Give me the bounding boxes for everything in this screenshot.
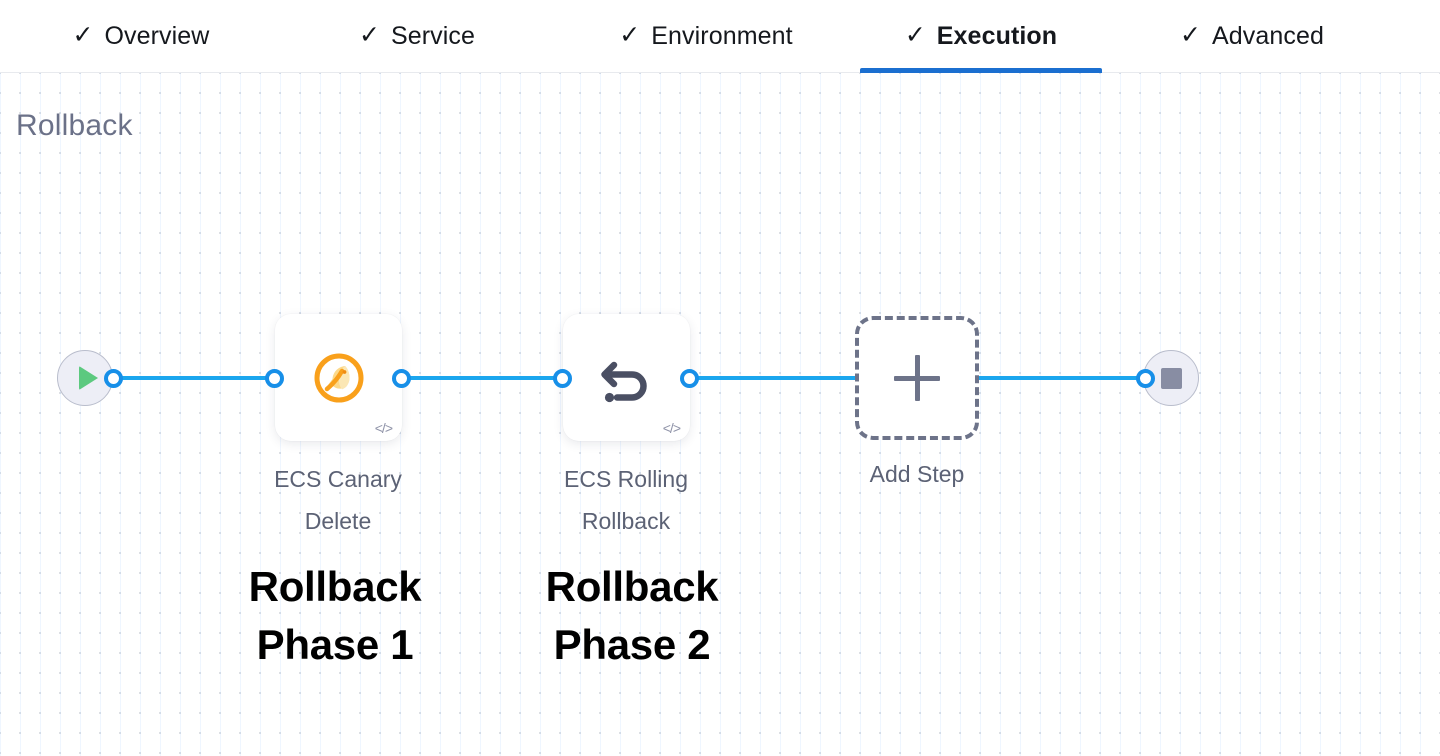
annotation-rollback-phase-2: Rollback Phase 2 — [545, 563, 719, 668]
port-end-in[interactable] — [1136, 369, 1155, 388]
play-icon — [78, 366, 98, 390]
port-step1-out[interactable] — [392, 369, 411, 388]
tab-service-label: Service — [390, 21, 475, 50]
step-label-ecs-canary-delete: ECS Canary Delete — [274, 466, 402, 534]
add-step-button[interactable] — [855, 316, 979, 440]
step-node-ecs-rolling-rollback[interactable]: </> — [563, 314, 690, 441]
rollback-arrow-icon — [563, 314, 690, 441]
tab-advanced-label: Advanced — [1211, 21, 1324, 50]
plus-icon — [894, 355, 940, 401]
tab-service[interactable]: ✓ Service — [282, 0, 552, 73]
tab-environment-label: Environment — [651, 21, 793, 50]
ecs-canary-delete-icon — [275, 314, 402, 441]
tab-advanced[interactable]: ✓ Advanced — [1102, 0, 1402, 73]
page-title: Rollback — [16, 109, 133, 142]
edge-start-to-step1 — [113, 376, 285, 380]
edge-addstep-to-end — [972, 376, 1150, 380]
edge-step1-to-step2 — [401, 376, 573, 380]
stage-tab-bar: ✓ Overview ✓ Service ✓ Environment ✓ Exe… — [0, 0, 1440, 73]
pipeline-start-node[interactable] — [57, 350, 113, 406]
pipeline-end-node[interactable] — [1143, 350, 1199, 406]
port-step1-in[interactable] — [265, 369, 284, 388]
tab-execution[interactable]: ✓ Execution — [860, 0, 1102, 73]
tab-active-underline — [860, 67, 1102, 73]
stop-icon — [1160, 367, 1182, 389]
tab-overview-label: Overview — [104, 21, 210, 50]
port-step2-in[interactable] — [553, 369, 572, 388]
step-node-ecs-canary-delete[interactable]: </> — [275, 314, 402, 441]
port-start-out[interactable] — [104, 369, 123, 388]
pipeline-canvas[interactable]: Rollback </> ECS Canary — [0, 73, 1440, 756]
edge-step2-to-addstep — [689, 376, 867, 380]
step-label-ecs-rolling-rollback: ECS Rolling Rollback — [564, 466, 688, 534]
add-step-label: Add Step — [869, 461, 965, 487]
check-icon: ✓ — [904, 20, 926, 49]
tab-execution-label: Execution — [936, 21, 1058, 50]
code-view-icon[interactable]: </> — [374, 420, 393, 436]
port-step2-out[interactable] — [680, 369, 699, 388]
annotation-rollback-phase-1: Rollback Phase 1 — [248, 563, 422, 668]
check-icon: ✓ — [619, 20, 641, 49]
check-icon: ✓ — [72, 20, 94, 49]
check-icon: ✓ — [1180, 20, 1201, 49]
code-view-icon[interactable]: </> — [662, 420, 681, 436]
check-icon: ✓ — [358, 20, 380, 49]
tab-environment[interactable]: ✓ Environment — [552, 0, 860, 73]
tab-overview[interactable]: ✓ Overview — [0, 0, 282, 73]
